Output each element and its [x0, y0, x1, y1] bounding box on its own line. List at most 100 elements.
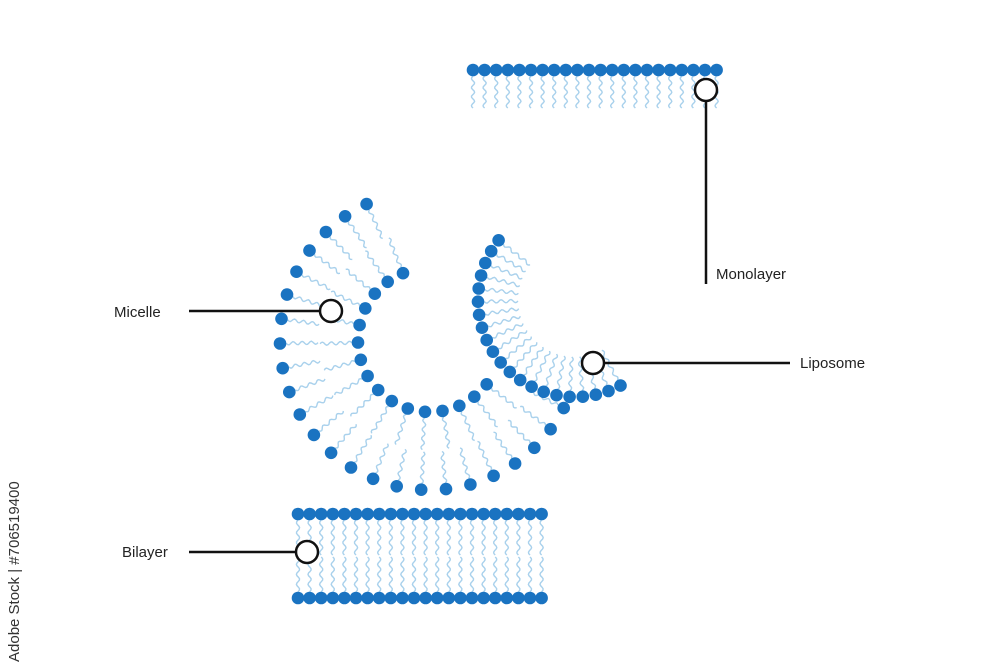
lipid-tail: [353, 519, 359, 556]
bilayer-label: Bilayer: [122, 544, 168, 561]
lipid-tail: [294, 378, 326, 392]
lipid-head: [454, 507, 467, 521]
lipid-tail: [434, 556, 440, 593]
lipid-tail: [492, 323, 524, 339]
lipid-head: [360, 197, 373, 211]
lipid-tail: [493, 431, 513, 459]
lipid-head: [396, 507, 409, 521]
lipid-tail: [563, 75, 569, 109]
lipid-tail: [420, 417, 427, 451]
lipid-head: [547, 63, 561, 77]
lipid-tail: [388, 237, 403, 268]
lipid-head: [479, 256, 492, 270]
lipid-tail: [365, 556, 370, 593]
lipid-head: [276, 361, 290, 375]
liposome-callout: Liposome: [580, 350, 865, 376]
lipid-tail: [330, 556, 336, 593]
lipid-tail: [470, 75, 476, 109]
lipid-head: [396, 591, 409, 605]
lipid-head: [349, 507, 363, 521]
lipid-tail: [423, 519, 428, 556]
micelle-callout: Micelle: [114, 298, 344, 324]
lipid-tail: [342, 556, 347, 593]
lipid-tail: [679, 75, 685, 109]
lipid-tail: [419, 451, 426, 485]
lipid-head: [419, 507, 432, 521]
lipid-tail: [400, 519, 405, 556]
lipid-head: [478, 63, 491, 77]
lipid-tail: [517, 75, 522, 109]
lipid-head: [508, 457, 522, 470]
liposome-structure: [471, 234, 627, 404]
lipid-head: [359, 302, 372, 315]
lipid-tail: [502, 244, 531, 266]
lipid-head: [368, 287, 382, 301]
lipid-tail: [288, 359, 321, 369]
lipid-tail: [305, 395, 334, 413]
lipid-head: [474, 269, 488, 282]
lipid-head: [384, 507, 398, 521]
lipid-tail: [520, 405, 547, 426]
lipid-head: [544, 422, 557, 436]
lipid-head: [571, 63, 584, 77]
lipid-head: [710, 63, 723, 77]
lipid-tail: [345, 268, 371, 290]
lipid-head: [500, 507, 514, 521]
lipid-tail: [483, 298, 519, 304]
lipid-tail: [644, 75, 650, 109]
lipid-head: [303, 244, 316, 257]
lipid-tail: [458, 556, 463, 593]
monolayer-marker: [693, 77, 719, 103]
lipid-head: [283, 385, 296, 399]
lipid-head: [361, 507, 374, 521]
lipid-tail: [601, 349, 619, 381]
lipid-tail: [490, 265, 523, 280]
lipid-head: [602, 384, 615, 398]
bilayer-callout: Bilayer: [122, 539, 320, 565]
lipid-tail: [330, 519, 336, 556]
lipid-head: [390, 480, 404, 493]
monolayer-structure: [466, 63, 723, 109]
lipid-head: [503, 365, 517, 379]
lipid-head: [492, 234, 505, 247]
lipid-tail: [504, 519, 510, 556]
lipid-head: [536, 63, 549, 77]
lipid-head: [537, 385, 550, 399]
lipid-tail: [633, 75, 638, 109]
lipid-tail: [375, 443, 389, 474]
lipid-head: [494, 356, 508, 369]
lipid-head: [372, 591, 386, 605]
lipid-head: [500, 591, 514, 605]
lipid-head: [453, 399, 466, 413]
lipid-tail: [667, 75, 673, 109]
lipid-tail: [469, 519, 475, 556]
lipid-tail: [411, 556, 417, 593]
lipid-tail: [534, 350, 551, 382]
lipid-tail: [394, 413, 407, 445]
lipid-head: [475, 321, 489, 335]
lipid-tail: [492, 556, 498, 593]
lipid-tail: [505, 75, 511, 109]
lipid-tail: [493, 75, 499, 109]
lipid-head: [523, 591, 537, 605]
lipid-head: [528, 441, 541, 455]
lipid-tail: [609, 75, 615, 109]
lipid-head: [629, 63, 642, 77]
lipid-tail: [477, 440, 493, 471]
lipid-tail: [353, 556, 359, 593]
lipid-tail: [551, 75, 557, 109]
lipid-head: [687, 63, 700, 77]
lipid-head: [589, 388, 603, 402]
lipid-head: [430, 591, 444, 605]
lipid-tail: [459, 447, 471, 479]
lipid-head: [513, 63, 526, 77]
lipid-head: [418, 405, 432, 419]
lipid-head: [366, 472, 380, 486]
lipid-tail: [656, 75, 661, 109]
lipid-tail: [329, 236, 353, 261]
lipid-head: [414, 483, 428, 497]
lipid-tail: [285, 340, 319, 346]
lipid-tail: [481, 556, 486, 593]
lipid-tail: [367, 209, 383, 240]
